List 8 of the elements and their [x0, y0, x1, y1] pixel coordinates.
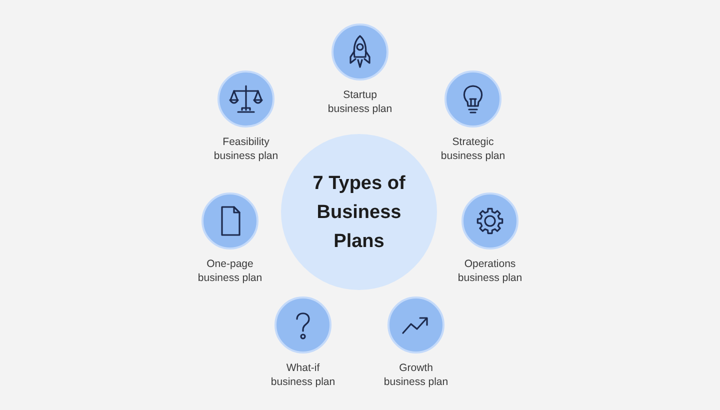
plan-type-label: Strategic business plan: [440, 135, 506, 163]
plan-type-label: Feasibility business plan: [212, 135, 280, 163]
plan-type-label: Operations business plan: [456, 257, 524, 285]
plan-type-label: What-if business plan: [270, 361, 336, 389]
center-title: 7 Types of Business Plans: [312, 172, 406, 254]
plan-type-label: One-page business plan: [196, 257, 264, 285]
plan-type-label: Startup business plan: [326, 88, 394, 116]
plan-type-label: Growth business plan: [382, 361, 450, 389]
